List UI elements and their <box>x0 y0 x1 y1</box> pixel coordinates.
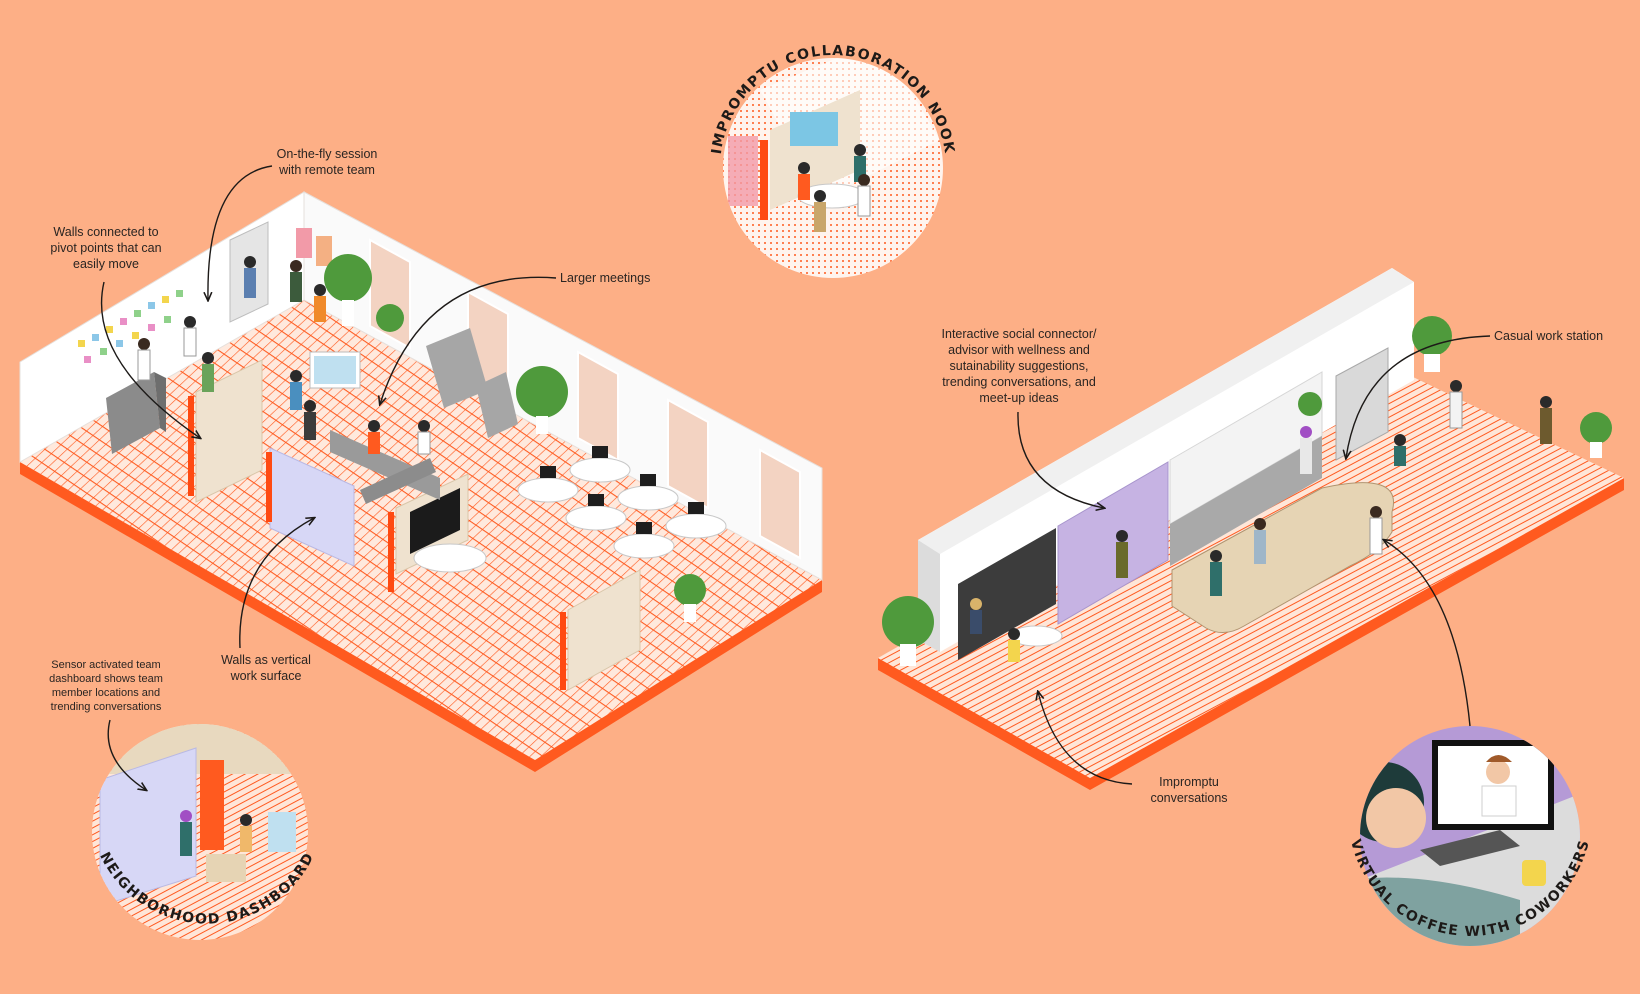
cafe-plants <box>882 316 1612 666</box>
right-cafe-floor-plan <box>878 268 1624 790</box>
display-kiosk-screen <box>314 356 356 384</box>
lounge-sofa <box>360 458 436 504</box>
leader-virtual-coffee <box>1384 540 1471 727</box>
annotation-walls-pivot: Walls connected to pivot points that can… <box>50 225 162 271</box>
cafe-people <box>970 380 1552 662</box>
people <box>137 256 431 455</box>
vignette-collaboration-nook: IMPROMPTU COLLABORATION NOOK <box>709 43 956 278</box>
leader-larger-meetings <box>380 276 557 404</box>
lockers-side <box>154 372 166 432</box>
plants <box>324 254 706 622</box>
vertical-work-surface-edge <box>266 452 272 522</box>
social-connector-display <box>1057 461 1169 625</box>
vignette-neighborhood-dashboard: NEIGHBORHOOD DASHBOARD <box>92 724 316 940</box>
monitor-screen <box>410 488 460 554</box>
lounge-chairs <box>476 372 518 438</box>
vignette-virtual-coffee: VIRTUAL COFFEE WITH COWORKERS <box>1347 726 1592 946</box>
lockers <box>106 372 160 454</box>
left-office-floor-plan <box>19 191 823 772</box>
annotation-on-the-fly: On-the-fly session with remote team <box>276 147 378 177</box>
desks <box>413 457 727 573</box>
end-partition <box>567 569 641 691</box>
sticky-notes-wall <box>78 290 183 363</box>
monitors <box>540 446 704 534</box>
leader-impromptu-conversations <box>1038 692 1133 785</box>
kitchen-cabinets <box>1170 436 1322 566</box>
cafe-back-wall-top <box>918 268 1414 554</box>
chalk-board <box>958 528 1056 660</box>
annotation-sensor-dashboard: Sensor activated team dashboard shows te… <box>49 659 163 713</box>
leader-on-the-fly <box>208 165 273 300</box>
annotation-impromptu-conversations: Impromptu conversations <box>1150 775 1228 805</box>
pivot-wall <box>195 359 263 503</box>
leader-casual-station <box>1346 335 1491 458</box>
pivot-wall-edge <box>188 396 194 496</box>
leader-sensor-dashboard <box>107 719 146 790</box>
annotation-casual-station: Casual work station <box>1494 329 1604 343</box>
end-partition-edge <box>560 612 566 690</box>
leader-walls-vertical <box>239 518 314 649</box>
leader-walls-pivot <box>100 281 200 438</box>
annotation-walls-vertical: Walls as vertical work surface <box>221 653 311 683</box>
wall-edge <box>388 512 394 592</box>
fridge <box>1335 347 1389 461</box>
lounge-chairs <box>426 328 488 408</box>
wall-art <box>316 236 332 266</box>
annotation-social-connector: Interactive social connector/ advisor wi… <box>941 327 1097 405</box>
wall-art <box>296 228 312 258</box>
annotation-larger-meetings: Larger meetings <box>560 271 651 285</box>
leader-social-connector <box>1017 411 1104 508</box>
leader-lines <box>100 165 1491 790</box>
